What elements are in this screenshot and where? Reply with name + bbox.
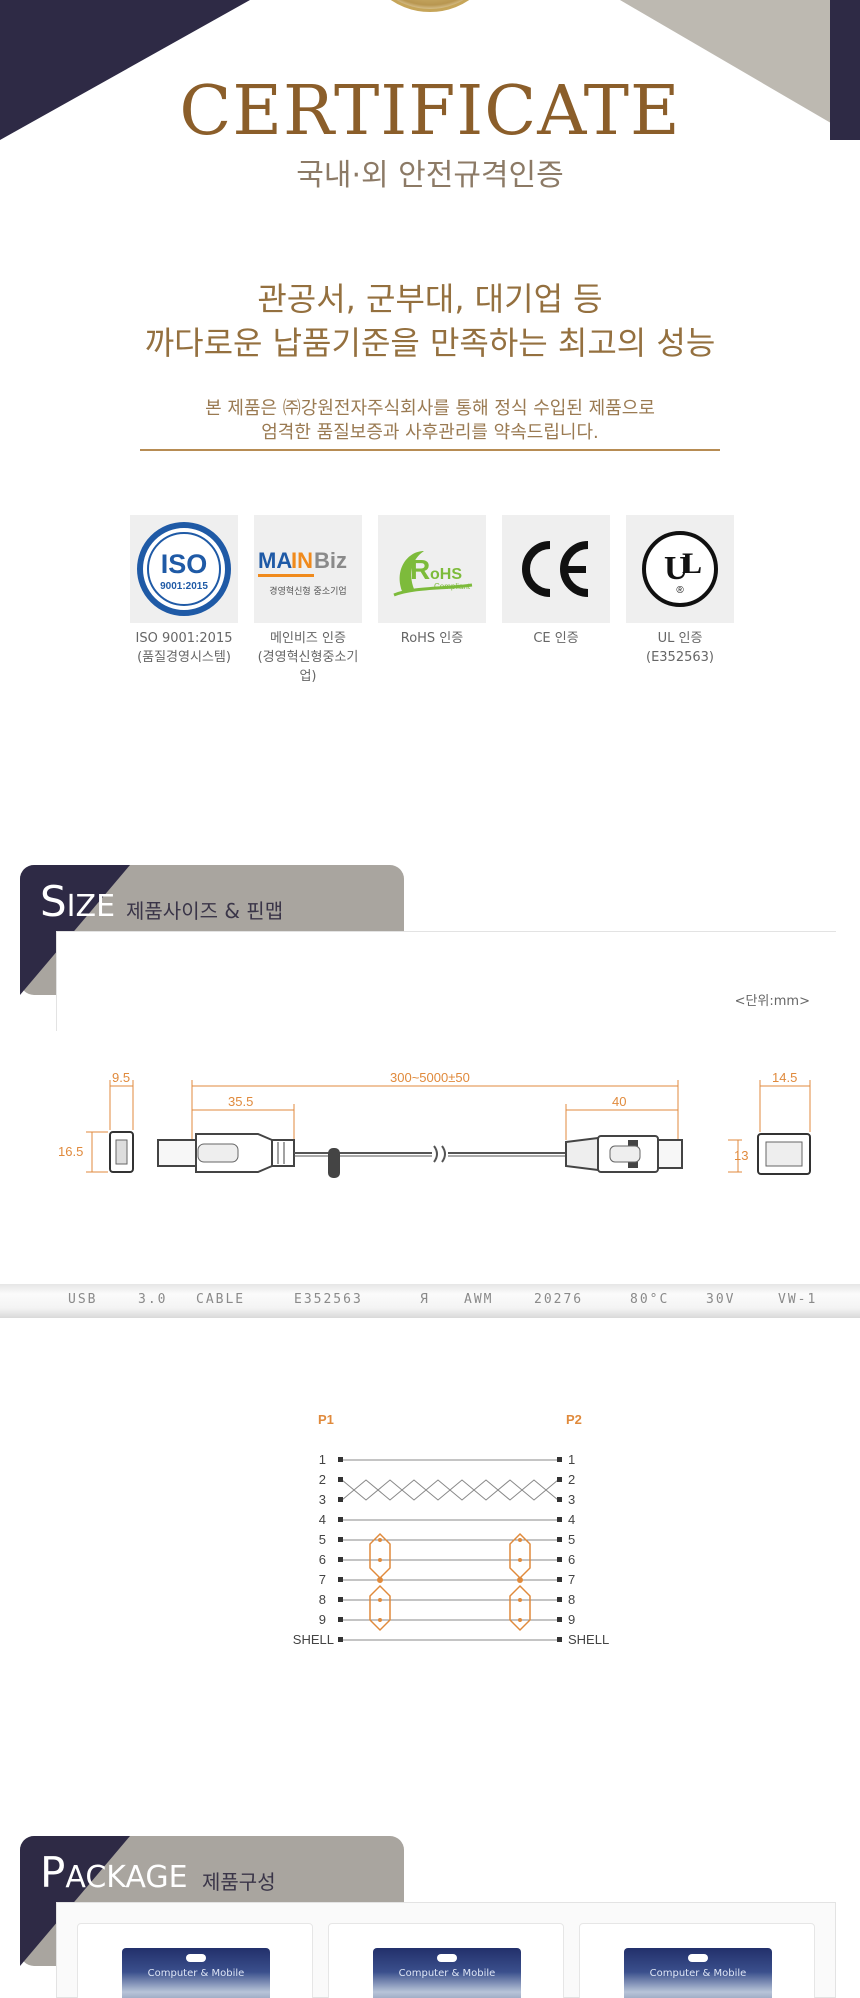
- svg-text:경영혁신형 중소기업: 경영혁신형 중소기업: [269, 585, 346, 597]
- divider: [140, 449, 720, 451]
- svg-text:1: 1: [568, 1452, 575, 1467]
- rohs-logo-icon: R oHS Compliant: [393, 551, 473, 597]
- badge-rohs: R oHS Compliant RoHS 인증: [378, 515, 486, 648]
- svg-text:6: 6: [568, 1552, 575, 1567]
- dim-length: 300~5000±50: [390, 1070, 470, 1085]
- package-item: Computer & Mobile: [328, 1923, 564, 1998]
- package-item: Computer & Mobile: [579, 1923, 815, 1998]
- section-title-korean: 제품구성: [202, 1870, 276, 1894]
- size-section-banner: SIZE 제품사이즈 & 핀맵: [20, 865, 404, 995]
- svg-text:SHELL: SHELL: [293, 1632, 334, 1647]
- svg-text:2: 2: [568, 1472, 575, 1487]
- badge-mainbiz: MA IN Biz 경영혁신형 중소기업 메인비즈 인증 (경영혁신형중소기업): [254, 515, 362, 686]
- headline-line-1: 관공서, 군부대, 대기업 등: [257, 280, 603, 318]
- svg-text:IN: IN: [291, 548, 313, 573]
- svg-text:9: 9: [319, 1612, 326, 1627]
- badge-caption-sub: (E352563): [646, 650, 714, 665]
- svg-text:SHELL: SHELL: [568, 1632, 609, 1647]
- unit-label: <단위:mm>: [734, 994, 810, 1009]
- package-panel: Computer & Mobile Computer & Mobile Comp…: [56, 1902, 836, 1998]
- notice-line-2: 엄격한 품질보증과 사후관리를 약속드립니다.: [261, 422, 599, 443]
- package-section-banner: PACKAGE 제품구성: [20, 1836, 404, 1966]
- usb-a-plug-icon: [157, 1139, 197, 1167]
- svg-text:2: 2: [319, 1472, 326, 1487]
- svg-text:MA: MA: [258, 548, 292, 573]
- gold-medal-icon: [360, 0, 500, 12]
- certification-badges: ISO 9001:2015 ISO 9001:2015 (품질경영시스템) MA…: [130, 515, 735, 684]
- cable-tie-icon: [328, 1148, 340, 1178]
- badge-ce: CE 인증: [502, 515, 610, 648]
- badge-caption-sub: (경영혁신형중소기업): [257, 650, 359, 684]
- section-title: SIZE: [40, 877, 116, 926]
- package-bag-image: Computer & Mobile: [122, 1948, 270, 1998]
- usb-b-plug-icon: [565, 1136, 599, 1172]
- svg-text:ISO: ISO: [161, 549, 208, 579]
- package-bag-image: Computer & Mobile: [624, 1948, 772, 1998]
- svg-text:9001:2015: 9001:2015: [160, 581, 208, 592]
- certificate-title: CERTIFICATE: [179, 72, 681, 151]
- pin-map-diagram: P1 P2 1 2 3 4 5 6 7 8 9 SHELL 1 2 3 4 5 …: [293, 1412, 609, 1647]
- dim-b-plug: 40: [612, 1094, 626, 1109]
- svg-text:5: 5: [319, 1532, 326, 1547]
- svg-text:3: 3: [319, 1492, 326, 1507]
- certificate-hero: [0, 0, 860, 180]
- svg-text:L: L: [682, 547, 702, 580]
- svg-text:5: 5: [568, 1532, 575, 1547]
- cable-jacket-print: USB 3.0 CABLE E352563 Я AWM 20276 80°C 3…: [0, 1284, 860, 1318]
- svg-text:7: 7: [568, 1572, 575, 1587]
- svg-text:®: ®: [676, 585, 684, 596]
- svg-text:3: 3: [568, 1492, 575, 1507]
- section-title-korean: 제품사이즈 & 핀맵: [126, 899, 284, 923]
- badge-ul: U L ® UL 인증 (E352563): [626, 515, 734, 667]
- certificate-subtitle: 국내·외 안전규격인증: [296, 158, 564, 193]
- svg-text:oHS: oHS: [430, 566, 462, 583]
- package-bag-image: Computer & Mobile: [373, 1948, 521, 1998]
- dim-socket-width: 9.5: [112, 1070, 130, 1085]
- svg-text:R: R: [410, 554, 430, 585]
- svg-text:9: 9: [568, 1612, 575, 1627]
- badge-iso: ISO 9001:2015 ISO 9001:2015 (품질경영시스템): [130, 515, 238, 667]
- ul-logo-icon: U L ®: [642, 531, 718, 607]
- badge-caption-sub: (품질경영시스템): [137, 650, 231, 665]
- pin-map-right-label: P2: [566, 1412, 582, 1427]
- corner-decoration-left: [0, 0, 250, 140]
- svg-text:1: 1: [319, 1452, 326, 1467]
- cable-dimension-drawing: 9.5 16.5 300~5000±50 35.5 40 13 14.5: [58, 1070, 811, 1178]
- svg-text:Compliant: Compliant: [434, 582, 471, 591]
- dim-a-plug: 35.5: [228, 1094, 253, 1109]
- package-item: Computer & Mobile: [77, 1923, 313, 1998]
- svg-text:7: 7: [319, 1572, 326, 1587]
- iso-logo-icon: ISO 9001:2015: [137, 522, 231, 616]
- badge-caption: RoHS 인증: [400, 631, 464, 646]
- svg-text:4: 4: [319, 1512, 326, 1527]
- corner-decoration-right-strip: [830, 0, 860, 140]
- svg-text:U: U: [664, 550, 689, 587]
- mainbiz-logo-icon: MA IN Biz 경영혁신형 중소기업: [258, 548, 347, 597]
- notice-line-1: 본 제품은 ㈜강원전자주식회사를 통해 정식 수입된 제품으로: [205, 398, 655, 419]
- dim-b-width: 14.5: [772, 1070, 797, 1085]
- pin-map-left-label: P1: [318, 1412, 334, 1427]
- badge-caption: ISO 9001:2015: [135, 631, 233, 646]
- badge-caption: 메인비즈 인증: [270, 631, 346, 646]
- dim-b-height: 13: [734, 1148, 748, 1163]
- svg-text:6: 6: [319, 1552, 326, 1567]
- badge-caption: UL 인증: [657, 631, 703, 646]
- svg-text:4: 4: [568, 1512, 575, 1527]
- ce-logo-icon: [522, 541, 589, 597]
- size-panel: [56, 931, 836, 1031]
- dim-socket-height: 16.5: [58, 1144, 83, 1159]
- badge-caption: CE 인증: [533, 631, 579, 646]
- svg-text:8: 8: [319, 1592, 326, 1607]
- headline-line-2: 까다로운 납품기준을 만족하는 최고의 성능: [144, 324, 716, 362]
- corner-decoration-right: [620, 0, 860, 140]
- section-title: PACKAGE: [40, 1848, 188, 1897]
- svg-text:8: 8: [568, 1592, 575, 1607]
- svg-text:Biz: Biz: [314, 548, 347, 573]
